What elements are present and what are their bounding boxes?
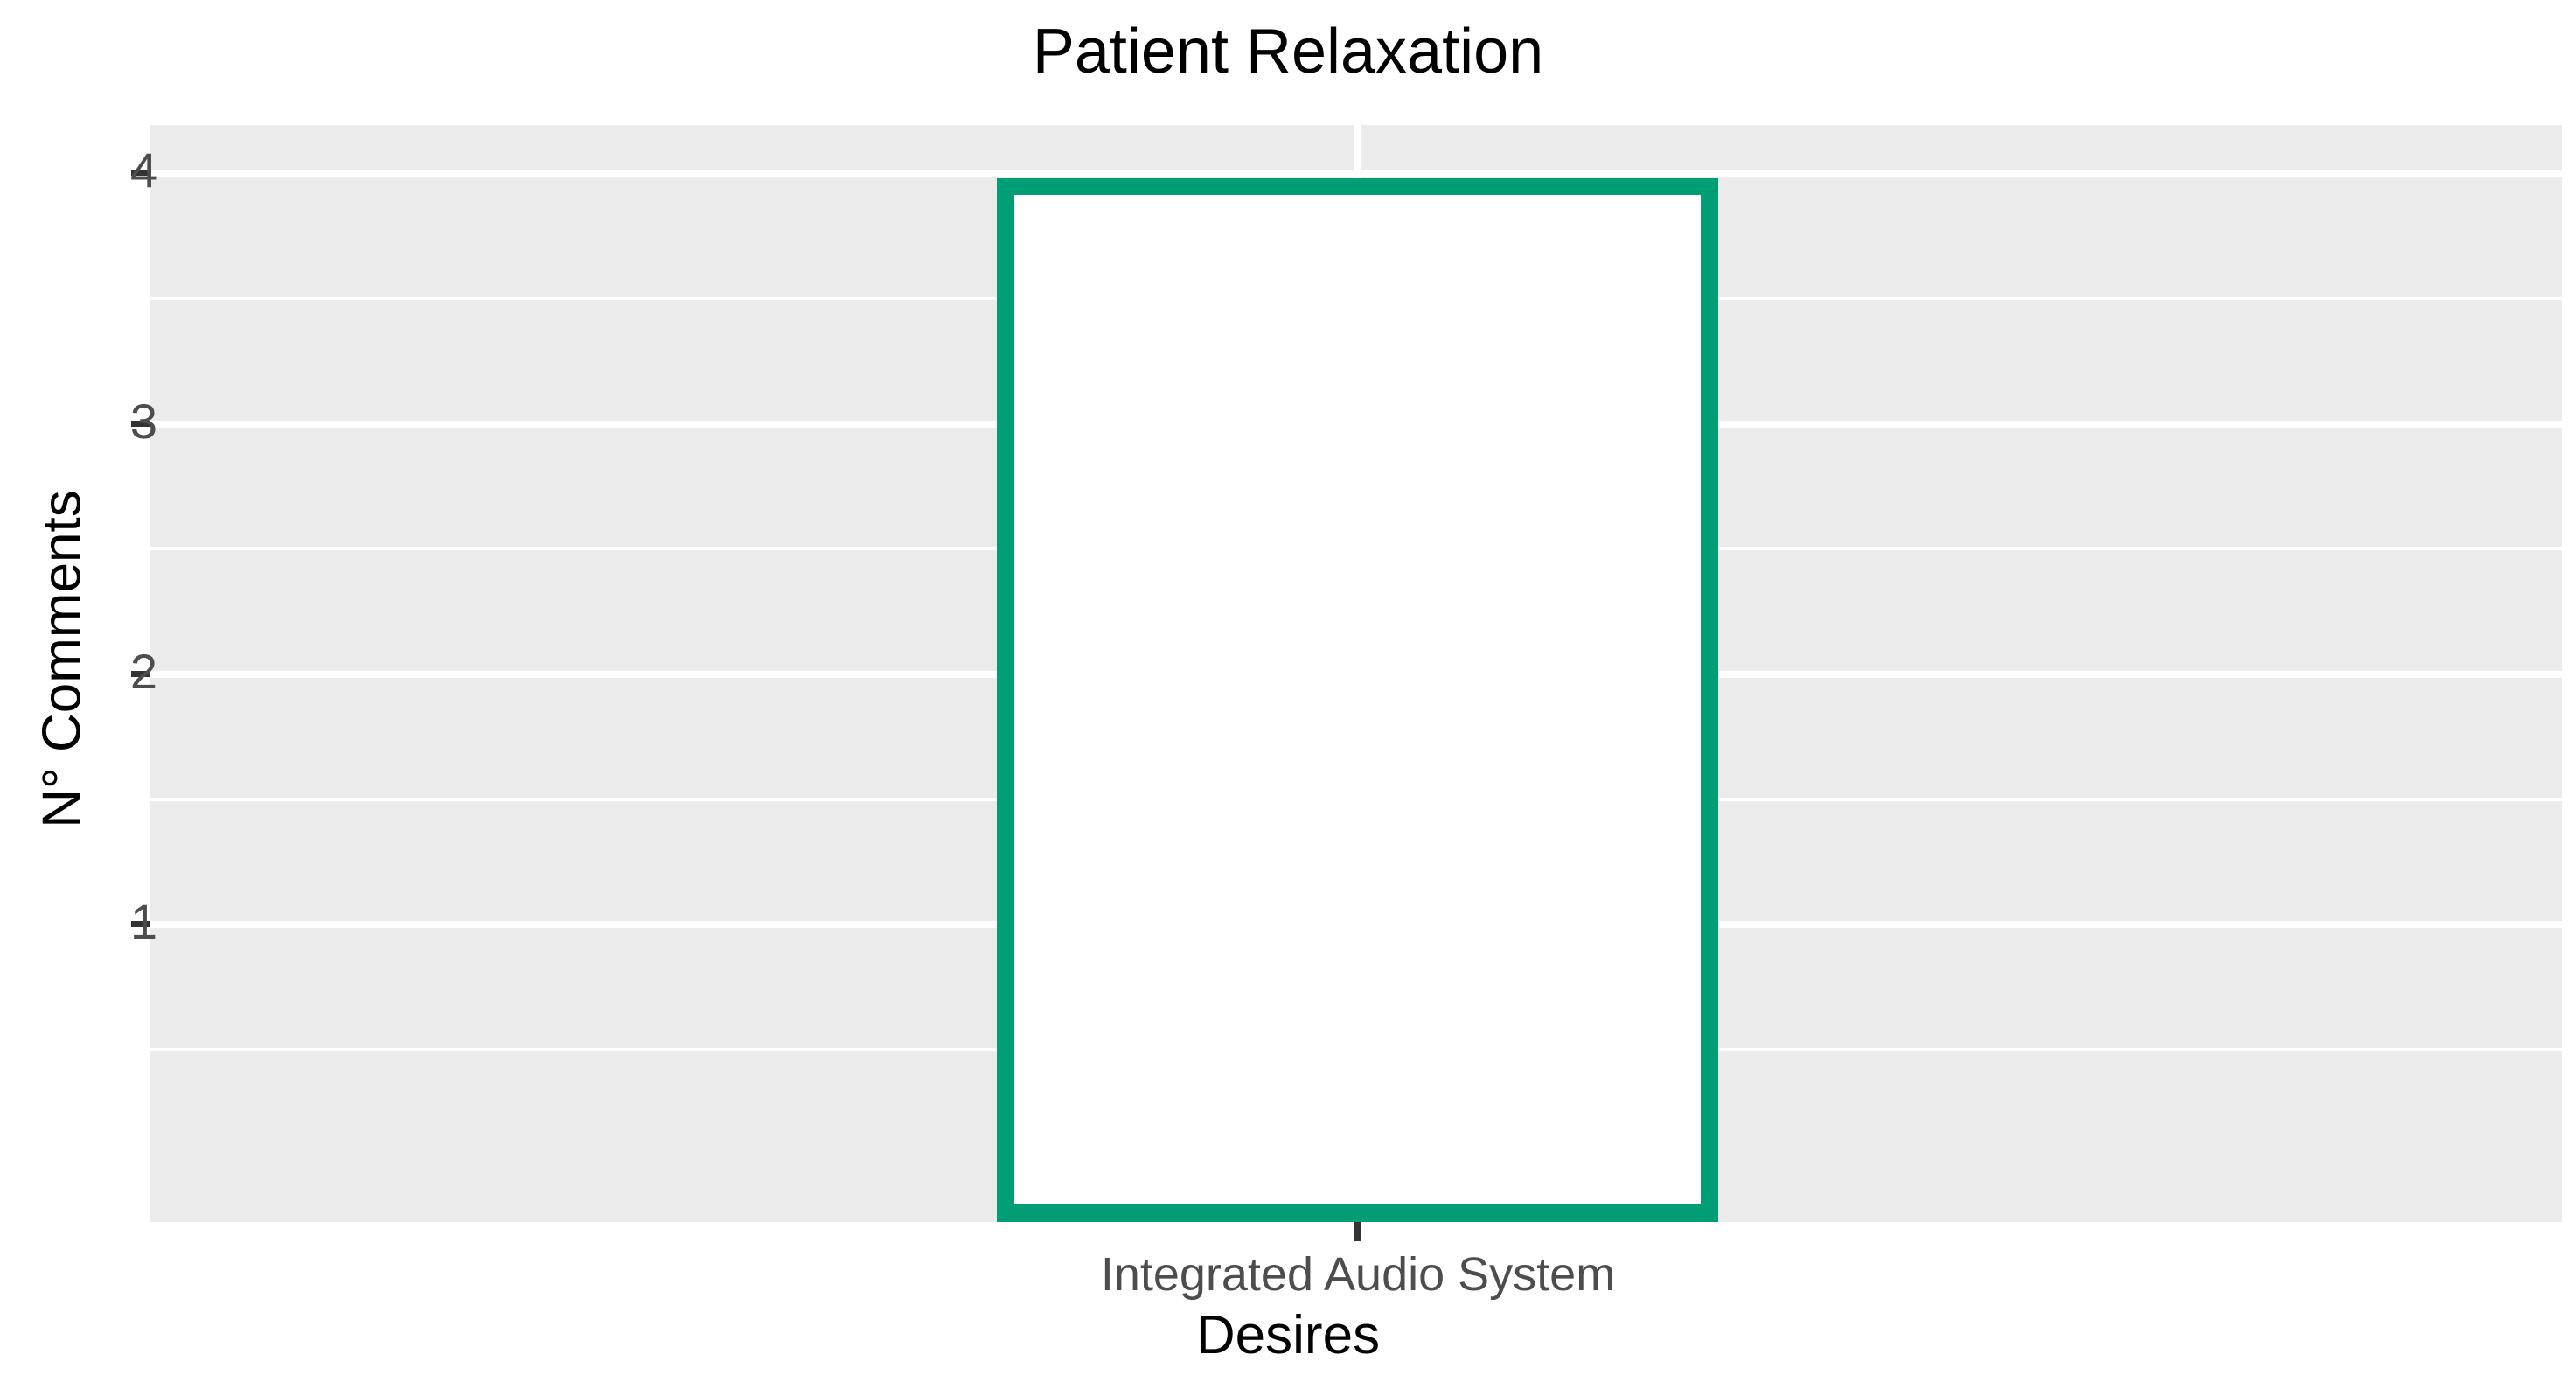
y-axis-title: N° Comments: [31, 490, 93, 828]
x-tick-label-integrated-audio-system: Integrated Audio System: [1100, 1248, 1616, 1301]
y-tick-label-3: 3: [129, 394, 157, 449]
y-tick-label-4: 4: [129, 143, 157, 198]
bar-integrated-audio-system[interactable]: [997, 177, 1718, 1222]
x-tick-mark-integrated-audio-system: [1354, 1222, 1361, 1241]
y-tick-mark-2: [131, 671, 150, 677]
x-axis-title: Desires: [1195, 1305, 1381, 1365]
plot-panel: [150, 125, 2562, 1222]
y-tick-label-1: 1: [129, 894, 157, 949]
y-tick-mark-1: [131, 921, 150, 927]
y-tick-mark-4: [131, 170, 150, 176]
y-tick-label-2: 2: [129, 644, 157, 699]
chart-title: Patient Relaxation: [1032, 17, 1544, 87]
y-tick-mark-3: [131, 421, 150, 427]
